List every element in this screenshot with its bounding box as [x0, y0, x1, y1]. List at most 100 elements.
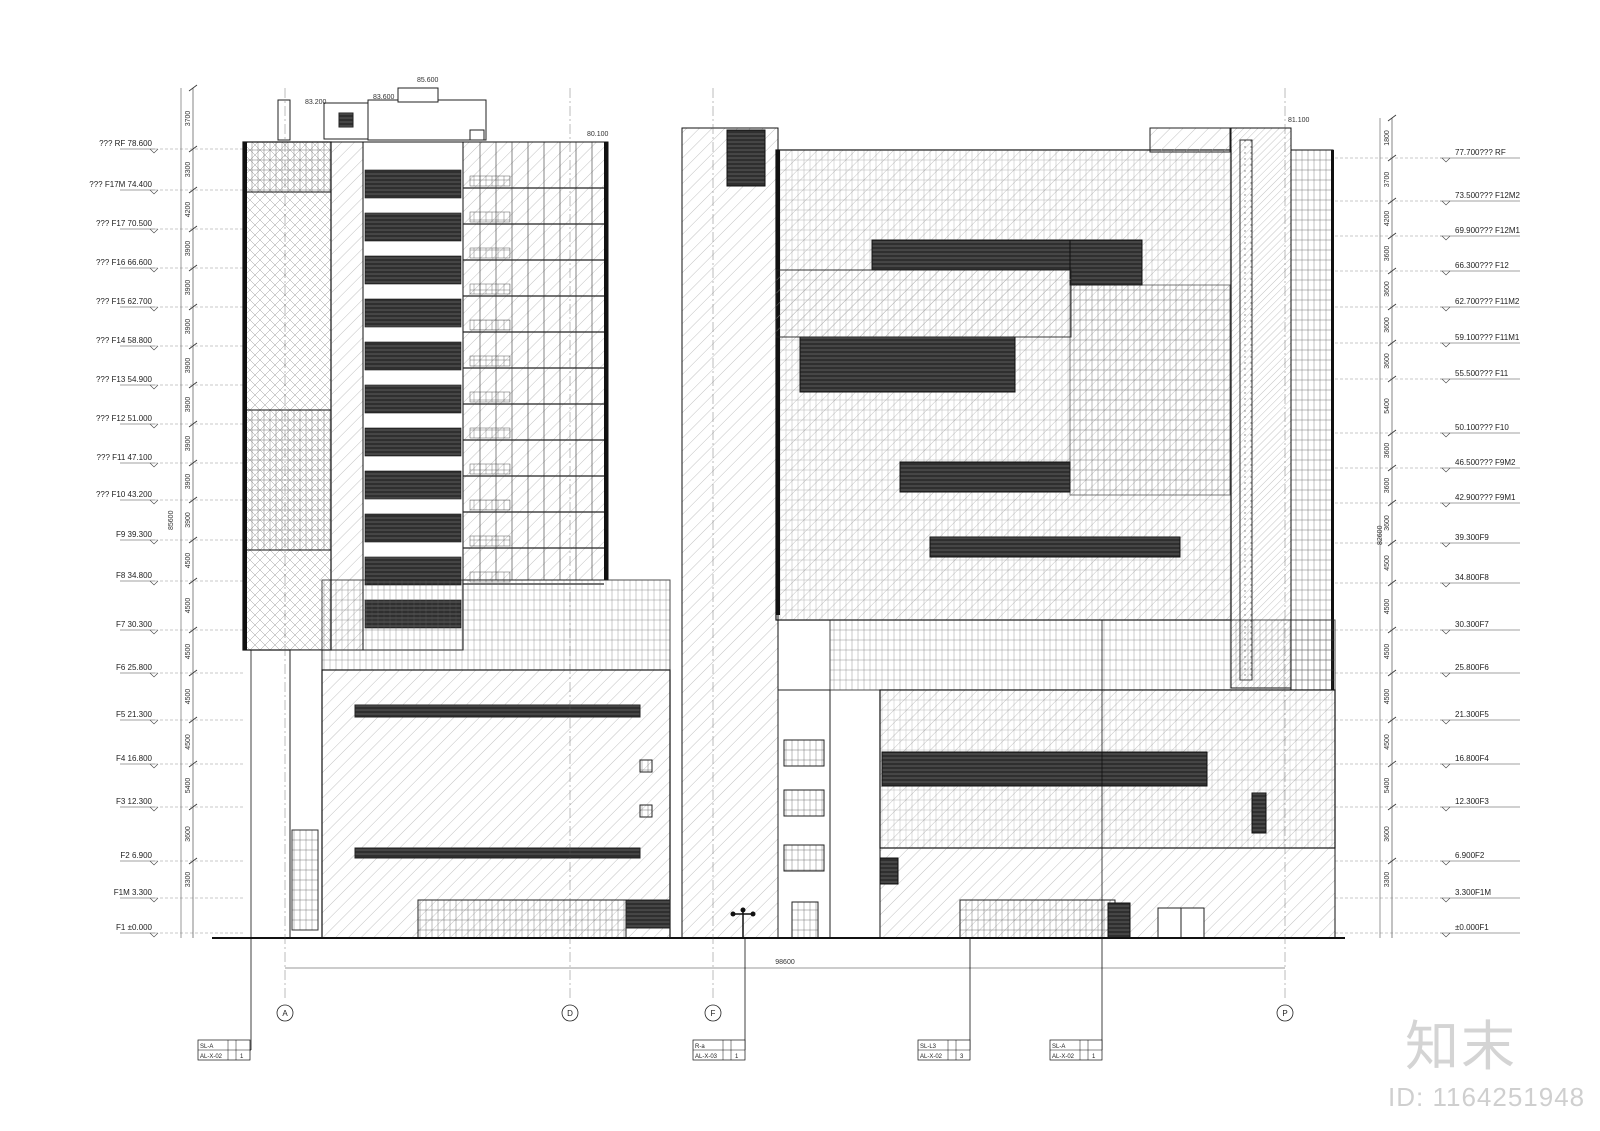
core-window [783, 739, 825, 767]
roof-mark: 80.100 [587, 131, 609, 138]
podium-terrace [829, 619, 1336, 691]
dimension-label: 4500 [1384, 555, 1391, 571]
watermark-brand: 知末 [1405, 1015, 1517, 1078]
roof-room [1149, 127, 1231, 153]
section-tag-sheet: AL-X-02 [920, 1054, 943, 1060]
small-window [639, 759, 653, 773]
level-label: 34.800F8 [1455, 573, 1489, 582]
level-label: 50.100??? F10 [1455, 423, 1509, 432]
overall-height-right: 82600 [1377, 525, 1384, 545]
grid-axis-label: P [1282, 1009, 1287, 1018]
core-facade [681, 127, 779, 939]
dimension-label: 4500 [185, 689, 192, 705]
level-label: ??? F17M 74.400 [89, 180, 152, 189]
dimension-label: 3600 [1384, 353, 1391, 369]
level-marker: 50.100??? F10 [1335, 423, 1520, 438]
level-marker: ±0.000F1 [1335, 923, 1520, 938]
level-marker: 66.300??? F12 [1335, 261, 1520, 276]
level-marker: ??? F11 47.100 [97, 453, 243, 468]
roof-mark: 81.100 [1288, 117, 1310, 124]
level-label: 25.800F6 [1455, 663, 1489, 672]
roof-mark: 83.200 [305, 99, 327, 106]
balcony-window [469, 463, 511, 475]
side-glazing [1290, 149, 1334, 691]
dimension-label: 5400 [1384, 398, 1391, 414]
section-tag-top: SL-A [1052, 1044, 1065, 1050]
dark-vent [879, 857, 899, 885]
balcony-window [469, 283, 511, 295]
level-label: 62.700??? F11M2 [1455, 297, 1520, 306]
dimension-label: 1800 [1384, 130, 1391, 146]
right-dimension-chain: 1800370042003600360036003600540036003600… [1379, 114, 1397, 938]
podium-left [289, 579, 671, 939]
dimension-label: 3900 [185, 512, 192, 528]
dimension-label: 4500 [1384, 734, 1391, 750]
level-marker: F8 34.800 [116, 571, 243, 586]
overall-width-label: 98600 [775, 959, 795, 966]
level-marker: F1M 3.300 [114, 888, 243, 903]
core-window [783, 844, 825, 872]
level-label: 21.300F5 [1455, 710, 1489, 719]
level-label: 16.800F4 [1455, 754, 1489, 763]
dimension-label: 4500 [185, 553, 192, 569]
dimension-label: 5400 [1384, 778, 1391, 794]
level-marker: 59.100??? F11M1 [1335, 333, 1520, 348]
level-marker: F4 16.800 [116, 754, 243, 769]
roof-stair [469, 129, 485, 141]
street-lamp-icon [730, 907, 756, 938]
dimension-label: 3900 [185, 319, 192, 335]
level-label: F1 ±0.000 [116, 923, 153, 932]
level-label: ??? F16 66.600 [96, 258, 153, 267]
recess-panel [775, 269, 1072, 338]
level-marker: 46.500??? F9M2 [1335, 458, 1520, 473]
edge-column [604, 142, 608, 580]
level-label: 66.300??? F12 [1455, 261, 1509, 270]
dimension-label: 4500 [185, 644, 192, 660]
right-tower [775, 127, 1334, 691]
level-marker: F5 21.300 [116, 710, 243, 725]
level-marker: 55.500??? F11 [1335, 369, 1520, 384]
level-marker: 21.300F5 [1335, 710, 1520, 725]
entrance-door [791, 901, 819, 939]
level-label: F9 39.300 [116, 530, 153, 539]
glazing-bay [242, 409, 332, 551]
podium-louvre-strip [354, 704, 641, 718]
podium-storefront [417, 899, 627, 939]
level-label: ??? F10 43.200 [96, 490, 153, 499]
grid-axis-label: A [282, 1009, 288, 1018]
section-tag-top: R-a [695, 1044, 705, 1050]
grid-bubble [561, 1004, 579, 1022]
section-tag-sheet: AL-X-02 [200, 1054, 223, 1060]
level-marker: F3 12.300 [116, 797, 243, 812]
central-block [681, 127, 831, 939]
level-marker: 69.900??? F12M1 [1335, 226, 1520, 241]
balcony-window [469, 211, 511, 223]
section-tag-sheet: AL-X-03 [695, 1054, 718, 1060]
recess-panel [1069, 284, 1231, 496]
glazing-bay [242, 141, 332, 193]
level-label: 59.100??? F11M1 [1455, 333, 1520, 342]
dark-band [364, 427, 462, 457]
grid-axis: A [276, 88, 294, 1022]
grid-bubble [276, 1004, 294, 1022]
level-label: 73.500??? F12M2 [1455, 191, 1520, 200]
dimension-label: 3900 [185, 474, 192, 490]
level-label: 6.900F2 [1455, 851, 1485, 860]
dimension-label: 3700 [185, 111, 192, 127]
dimension-label: 3900 [185, 436, 192, 452]
roof-mark: 85.600 [417, 77, 439, 84]
grid-bubble [1276, 1004, 1294, 1022]
level-marker: 12.300F3 [1335, 797, 1520, 812]
level-label: ??? F12 51.000 [96, 414, 153, 423]
level-label: F2 6.900 [120, 851, 152, 860]
level-label: F8 34.800 [116, 571, 153, 580]
dimension-label: 3900 [185, 280, 192, 296]
dimension-label: 4200 [185, 202, 192, 218]
left-level-markers: ??? RF 78.600??? F17M 74.400??? F17 70.5… [89, 139, 243, 938]
level-label: ??? F14 58.800 [96, 336, 153, 345]
grid-axis: F [704, 88, 722, 1022]
